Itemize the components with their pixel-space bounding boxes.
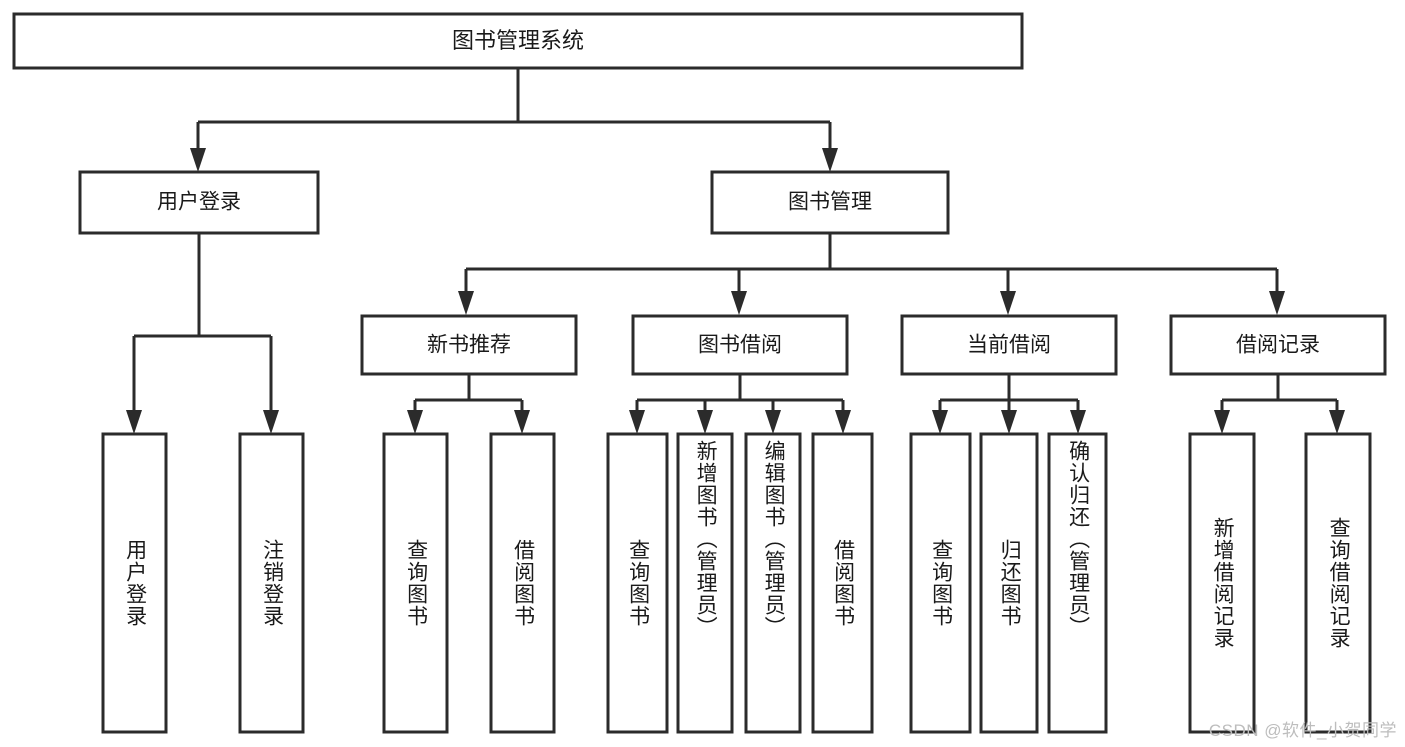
node-borrow-record[interactable]: 借阅记录: [1169, 314, 1387, 376]
node-root-label: 图书管理系统: [452, 28, 584, 53]
node-borrow-record-label: 借阅记录: [1236, 334, 1320, 357]
node-current-borrow-label: 当前借阅: [967, 334, 1051, 357]
leaf-edit-book-box[interactable]: [744, 432, 802, 734]
node-book-manage[interactable]: 图书管理: [710, 170, 950, 235]
leaf-query-book-2-box[interactable]: [606, 432, 669, 734]
leaf-return-book-box[interactable]: [979, 432, 1039, 734]
arrowhead-current-borrow: [1000, 291, 1016, 315]
node-root-box: [12, 12, 1024, 70]
arrowhead-leaf-add-book: [697, 410, 713, 434]
arrowhead-leaf-query-book-3: [932, 410, 948, 434]
arrowhead-new-book-recommend: [458, 291, 474, 315]
arrowhead-leaf-return-book: [1001, 410, 1017, 434]
node-current-borrow-box: [900, 314, 1118, 376]
arrowhead-leaf-query-book-2: [629, 410, 645, 434]
leaf-user-login-box[interactable]: [101, 432, 168, 734]
arrowhead-book-borrow: [731, 291, 747, 315]
leaf-confirm-return-box[interactable]: [1047, 432, 1108, 734]
node-book-manage-label: 图书管理: [788, 191, 872, 214]
node-new-book-recommend-label: 新书推荐: [427, 334, 511, 357]
node-root[interactable]: 图书管理系统: [12, 12, 1024, 70]
arrowhead-leaf-add-record: [1214, 410, 1230, 434]
arrowhead-borrow-record: [1269, 291, 1285, 315]
node-new-book-recommend-box: [360, 314, 578, 376]
leaf-logout-login-box[interactable]: [238, 432, 305, 734]
arrowhead-leaf-query-record: [1329, 410, 1345, 434]
leaf-borrow-book-1-box[interactable]: [489, 432, 556, 734]
node-current-borrow[interactable]: 当前借阅: [900, 314, 1118, 376]
node-new-book-recommend[interactable]: 新书推荐: [360, 314, 578, 376]
leaf-query-book-3-box[interactable]: [909, 432, 972, 734]
leaf-add-book-box[interactable]: [676, 432, 734, 734]
arrowhead-leaf-query-book-1: [407, 410, 423, 434]
leaf-add-record-box[interactable]: [1188, 432, 1256, 734]
leaf-query-record-box[interactable]: [1304, 432, 1372, 734]
node-book-borrow-label: 图书借阅: [698, 334, 782, 357]
arrowhead-leaf-borrow-book-2: [835, 410, 851, 434]
node-user-login-label: 用户登录: [157, 191, 241, 214]
arrowhead-leaf-borrow-book-1: [514, 410, 530, 434]
node-borrow-record-box: [1169, 314, 1387, 376]
arrowhead-leaf-user-login: [126, 410, 142, 434]
leaf-query-book-1-box[interactable]: [382, 432, 449, 734]
node-user-login[interactable]: 用户登录: [78, 170, 320, 235]
node-book-manage-box: [710, 170, 950, 235]
arrowhead-leaf-edit-book: [765, 410, 781, 434]
leaf-borrow-book-2-box[interactable]: [811, 432, 874, 734]
arrowhead-user-login: [190, 148, 206, 172]
arrowhead-leaf-confirm-return: [1070, 410, 1086, 434]
node-book-borrow-box: [631, 314, 849, 376]
arrowhead-book-manage: [822, 148, 838, 172]
watermark-text: CSDN @软件_小贺同学: [1208, 721, 1397, 740]
arrowhead-leaf-logout-login: [263, 410, 279, 434]
node-book-borrow[interactable]: 图书借阅: [631, 314, 849, 376]
